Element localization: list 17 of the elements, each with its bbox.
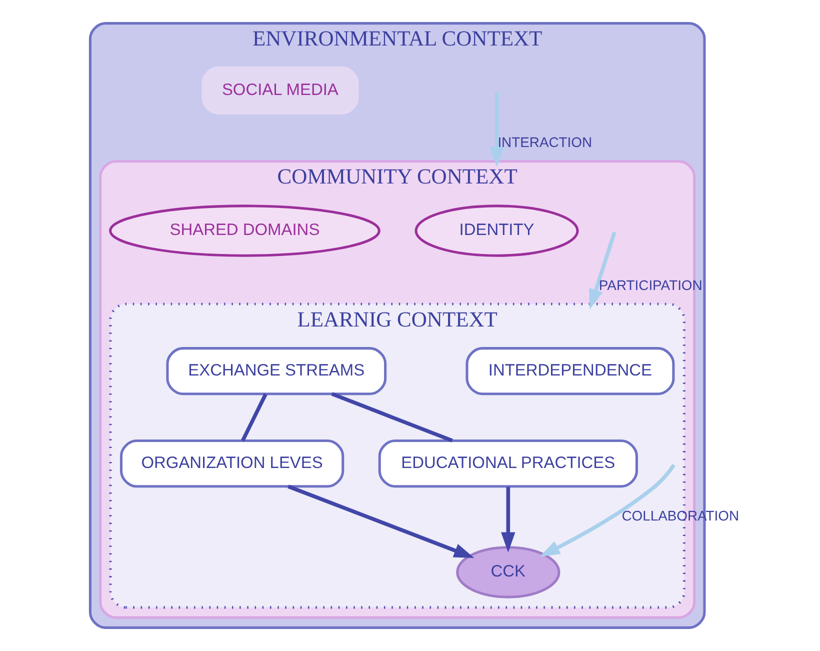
node-box: ORGANIZATION LEVES bbox=[120, 439, 344, 488]
node-box: EDUCATIONAL PRACTICES bbox=[378, 439, 638, 488]
arrow bbox=[540, 464, 676, 557]
node-ellipse: CCK bbox=[456, 546, 560, 598]
node-ellipse: SHARED DOMAINS bbox=[109, 204, 380, 257]
arrow bbox=[501, 486, 516, 553]
connector bbox=[331, 392, 453, 442]
connector bbox=[240, 393, 268, 442]
arrow bbox=[490, 92, 504, 168]
node-box: SOCIAL MEDIA bbox=[202, 66, 359, 114]
node-ellipse: IDENTITY bbox=[414, 204, 579, 257]
edge-label: PARTICIPATION bbox=[598, 276, 702, 293]
node-box: EXCHANGE STREAMS bbox=[166, 347, 387, 396]
arrow bbox=[288, 484, 474, 558]
edge-label: INTERACTION bbox=[498, 134, 592, 150]
node-box: INTERDEPENDENCE bbox=[466, 347, 675, 396]
arrow bbox=[589, 232, 616, 310]
